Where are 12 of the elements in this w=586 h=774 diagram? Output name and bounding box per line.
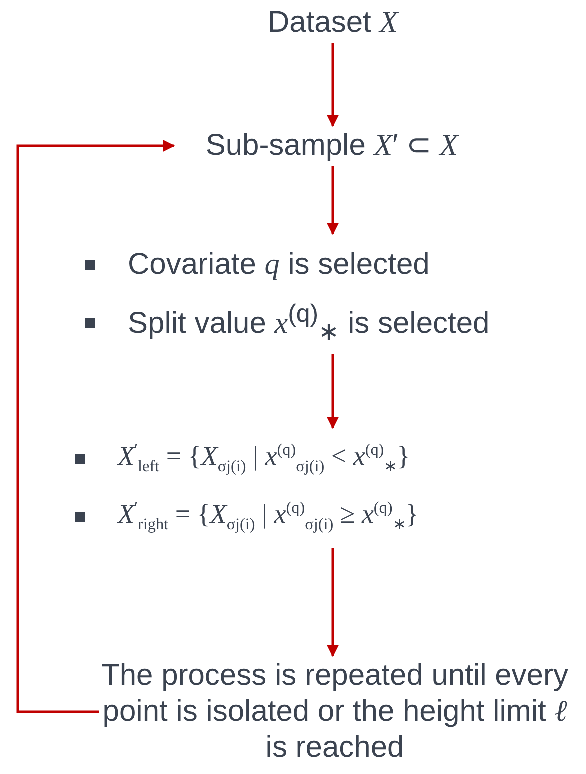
- arrow: [326, 354, 340, 430]
- step-text: The process is repeated until every point is isolated or the height limit ℓ is reached: [95, 658, 575, 766]
- step-text: Dataset X: [233, 5, 433, 41]
- arrow: [16, 140, 176, 714]
- step-text: Split value x$^{(q)}$$_{∗}$ is selected: [128, 299, 490, 348]
- step-text: Sub-sample X′ ⊂ X: [172, 128, 492, 164]
- formula: X$^{′}$$_{right}$ = {X$_{σj(i)}$ | x$^{(q)}$$_{σj(i)}$ ≥ x$^{(q)}$$_{∗}$}: [118, 499, 419, 535]
- arrow: [326, 548, 340, 658]
- step-text: Covariate q is selected: [128, 247, 430, 283]
- arrow: [326, 43, 340, 128]
- formula: X$^{′}$$_{left}$ = {X$_{σj(i)}$ | x$^{(q)}$$_{σj(i)}$ < x$^{(q)}$$_{∗}$}: [118, 441, 410, 477]
- arrow: [326, 166, 340, 236]
